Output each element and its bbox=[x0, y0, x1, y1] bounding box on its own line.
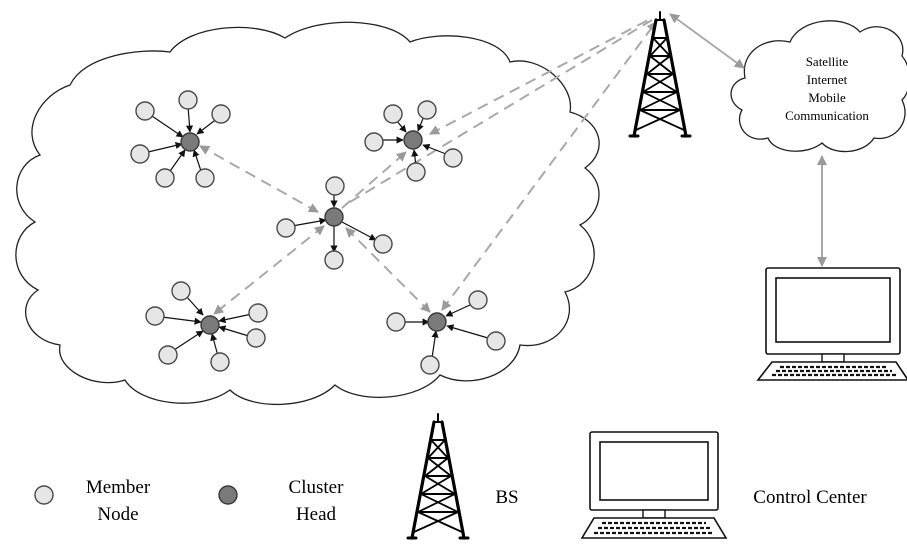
member-node bbox=[406, 162, 426, 182]
member-node bbox=[324, 250, 344, 270]
cluster-head-node bbox=[200, 315, 220, 335]
member-node bbox=[383, 104, 403, 124]
legend-cluster-head-line1: Cluster bbox=[289, 477, 345, 498]
link-head4-bs bbox=[441, 21, 657, 311]
cloud-label-communication: Communication bbox=[785, 108, 869, 123]
member-node bbox=[248, 303, 268, 323]
member-node bbox=[276, 218, 296, 238]
member-node bbox=[178, 90, 198, 110]
cluster-head-node bbox=[324, 207, 344, 227]
cloud-label-internet: Internet bbox=[807, 72, 848, 87]
link-head2-center bbox=[341, 151, 407, 209]
cluster-head-node bbox=[403, 130, 423, 150]
member-node bbox=[417, 100, 437, 120]
legend-member-node-line1: Member bbox=[86, 477, 151, 498]
legend-base-station-label: BS bbox=[495, 487, 518, 508]
satellite-internet-cloud bbox=[730, 20, 907, 153]
member-node bbox=[420, 355, 440, 375]
cloud-label-satellite: Satellite bbox=[806, 54, 849, 69]
cluster-bottom-right bbox=[386, 290, 506, 375]
link-head1-center bbox=[199, 145, 319, 213]
desktop-computer-icon bbox=[756, 267, 907, 381]
cluster-head-node bbox=[180, 132, 200, 152]
radio-tower-icon bbox=[628, 10, 692, 138]
cluster-bottom-left bbox=[145, 281, 268, 372]
member-node bbox=[155, 168, 175, 188]
cluster-top-right bbox=[364, 100, 463, 182]
legend-member-node-symbol bbox=[34, 485, 54, 505]
member-node bbox=[443, 148, 463, 168]
member-node bbox=[364, 132, 384, 152]
member-node bbox=[486, 331, 506, 351]
legend-cluster-head-line2: Head bbox=[296, 504, 337, 525]
legend-control-center-label: Control Center bbox=[753, 487, 867, 508]
member-node bbox=[158, 345, 178, 365]
link-bs-cloud bbox=[669, 13, 745, 69]
legend-member-node-line2: Node bbox=[97, 504, 138, 525]
cluster-center bbox=[276, 176, 393, 270]
link-head4-center bbox=[345, 227, 431, 313]
member-node bbox=[211, 104, 231, 124]
cluster-top-left bbox=[130, 90, 231, 188]
member-node bbox=[468, 290, 488, 310]
member-node bbox=[195, 168, 215, 188]
member-node bbox=[325, 176, 345, 196]
member-node bbox=[171, 281, 191, 301]
member-node bbox=[386, 312, 406, 332]
legend-cluster-head-symbol bbox=[218, 485, 238, 505]
member-node bbox=[135, 101, 155, 121]
member-node bbox=[210, 352, 230, 372]
member-node bbox=[145, 306, 165, 326]
member-node bbox=[130, 144, 150, 164]
cluster-head-node bbox=[427, 312, 447, 332]
member-node bbox=[246, 328, 266, 348]
member-node bbox=[373, 234, 393, 254]
legend: Member Node Cluster Head BS Control Cent… bbox=[34, 412, 867, 540]
cloud-label-mobile: Mobile bbox=[808, 90, 846, 105]
link-head3-center bbox=[213, 225, 325, 315]
sensor-field-cloud bbox=[15, 21, 600, 406]
legend-radio-tower-icon bbox=[406, 412, 470, 540]
legend-desktop-computer-icon bbox=[580, 431, 728, 539]
